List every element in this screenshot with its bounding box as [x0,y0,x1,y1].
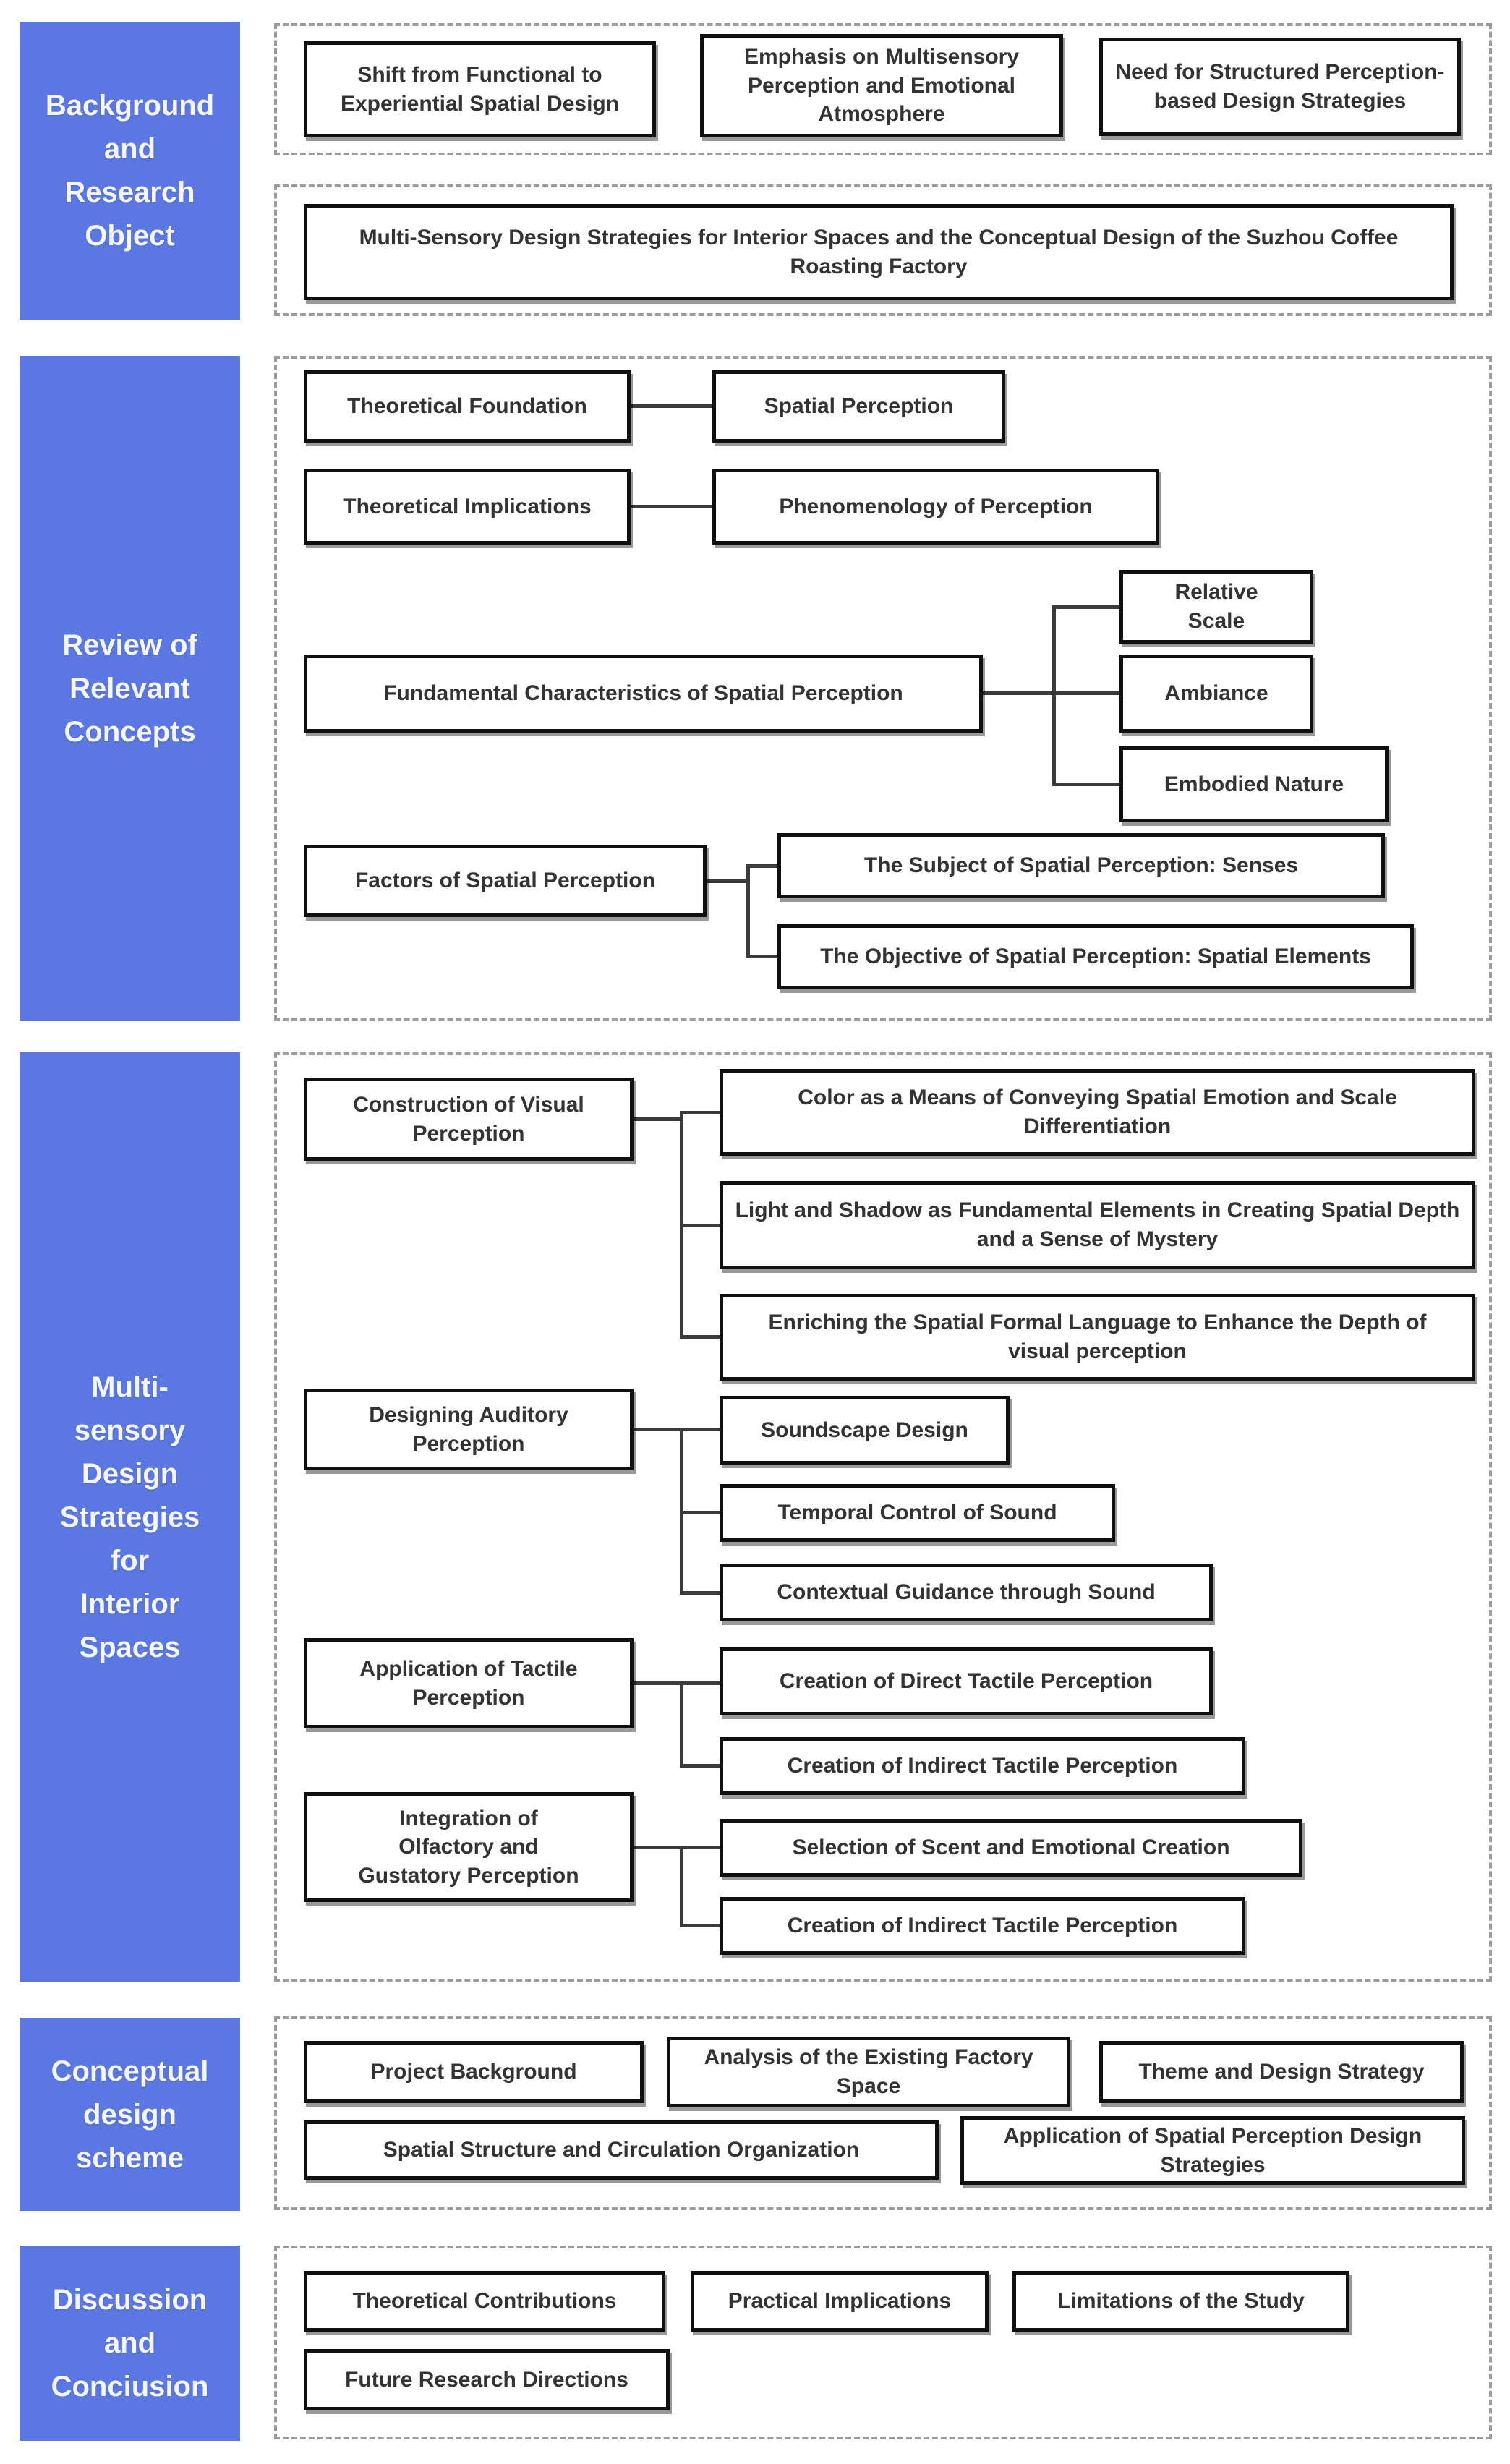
s1-thesis-dashed-container [274,184,1492,316]
box-embodied-nature: Embodied Nature [1119,746,1389,822]
box-soundscape-design: Soundscape Design [720,1396,1010,1465]
connector-stub-subject-senses [746,864,777,868]
connector-stub-enriching [680,1335,720,1339]
box-relative-scale: Relative Scale [1119,570,1313,644]
connector-factors-vertical [746,864,750,958]
box-subject-of-spatial-perception-senses: The Subject of Spatial Perception: Sense… [777,833,1385,898]
connector-stub-color [680,1111,720,1114]
box-theme-and-design-strategy: Theme and Design Strategy [1099,2041,1464,2103]
connector-visual-trunk [634,1117,682,1121]
section-label-review-relevant-concepts: Review of Relevant Concepts [20,356,240,1021]
connector-stub-embodied-nature [1052,783,1119,786]
box-theoretical-contributions: Theoretical Contributions [304,2271,665,2332]
box-construction-visual-perception: Construction of Visual Perception [304,1078,634,1161]
connector-stub-relative-scale [1052,605,1119,609]
connector-auditory-trunk [634,1428,720,1431]
box-theoretical-implications: Theoretical Implications [304,469,631,545]
connector-foundation-spatial [628,404,715,408]
connector-stub-objective-elements [746,955,777,958]
connector-stub-indirect-tactile-2 [680,1924,720,1927]
box-need-structured-strategies: Need for Structured Perception-based Des… [1099,38,1461,136]
box-creation-direct-tactile: Creation of Direct Tactile Perception [720,1647,1213,1715]
connector-olfactory-vertical [680,1846,683,1927]
connector-tactile-trunk [634,1681,682,1685]
section-label-background-research-object: Background and Research Object [20,22,240,320]
connector-fundamental-trunk [981,691,1054,695]
box-designing-auditory-perception: Designing Auditory Perception [304,1389,634,1470]
box-enriching-spatial-formal-language: Enriching the Spatial Formal Language to… [720,1294,1475,1381]
box-analysis-existing-factory-space: Analysis of the Existing Factory Space [667,2037,1070,2107]
connector-implications-phenomenology [628,505,715,508]
box-objective-of-spatial-perception-elements: The Objective of Spatial Perception: Spa… [777,924,1414,989]
box-project-background: Project Background [304,2041,644,2103]
box-spatial-perception: Spatial Perception [712,370,1005,443]
s3-dashed-container [274,1052,1492,1982]
box-thesis-title: Multi-Sensory Design Strategies for Inte… [304,204,1454,300]
box-color-spatial-emotion: Color as a Means of Conveying Spatial Em… [720,1069,1475,1156]
box-emphasis-multisensory: Emphasis on Multisensory Perception and … [700,34,1063,137]
box-selection-of-scent: Selection of Scent and Emotional Creatio… [720,1819,1302,1877]
box-integration-olfactory-gustatory: Integration of Olfactory and Gustatory P… [304,1792,634,1902]
box-phenomenology-of-perception: Phenomenology of Perception [712,469,1159,545]
box-limitations-of-the-study: Limitations of the Study [1012,2271,1349,2332]
box-practical-implications: Practical Implications [691,2271,989,2332]
s2-dashed-container [274,356,1492,1021]
box-future-research-directions: Future Research Directions [304,2349,670,2410]
box-creation-indirect-tactile-2: Creation of Indirect Tactile Perception [720,1897,1245,1955]
box-spatial-structure-circulation: Spatial Structure and Circulation Organi… [304,2120,939,2180]
box-application-spatial-perception-strategies: Application of Spatial Perception Design… [960,2116,1465,2185]
connector-stub-temporal [680,1511,720,1514]
box-contextual-guidance-through-sound: Contextual Guidance through Sound [720,1564,1213,1621]
box-shift-functional-experiential: Shift from Functional to Experiential Sp… [304,41,656,137]
box-creation-indirect-tactile: Creation of Indirect Tactile Perception [720,1737,1245,1795]
box-fundamental-characteristics: Fundamental Characteristics of Spatial P… [304,655,983,733]
connector-olfactory-trunk [634,1846,720,1849]
connector-stub-direct-tactile [680,1681,720,1685]
section-label-conceptual-design-scheme: Conceptual design scheme [20,2018,240,2211]
connector-stub-light [680,1224,720,1227]
s4-dashed-container [274,2016,1492,2210]
connector-stub-ambiance [1052,691,1119,695]
box-factors-spatial-perception: Factors of Spatial Perception [304,845,707,917]
connector-factors-trunk [705,879,748,883]
connector-fundamental-vertical [1052,605,1056,786]
section-label-discussion-conclusion: Discussion and Conciusion [20,2246,240,2441]
s1-drivers-dashed-container [274,23,1492,155]
connector-tactile-vertical [680,1681,683,1767]
box-application-tactile-perception: Application of Tactile Perception [304,1638,634,1728]
section-label-multisensory-design-strategies: Multi- sensory Design Strategies for Int… [20,1052,240,1982]
connector-stub-contextual [680,1591,720,1595]
box-ambiance: Ambiance [1119,655,1313,733]
box-temporal-control-of-sound: Temporal Control of Sound [720,1484,1115,1542]
s5-dashed-container [274,2246,1492,2439]
box-theoretical-foundation: Theoretical Foundation [304,370,631,443]
box-light-and-shadow: Light and Shadow as Fundamental Elements… [720,1181,1475,1269]
connector-stub-indirect-tactile [680,1764,720,1768]
